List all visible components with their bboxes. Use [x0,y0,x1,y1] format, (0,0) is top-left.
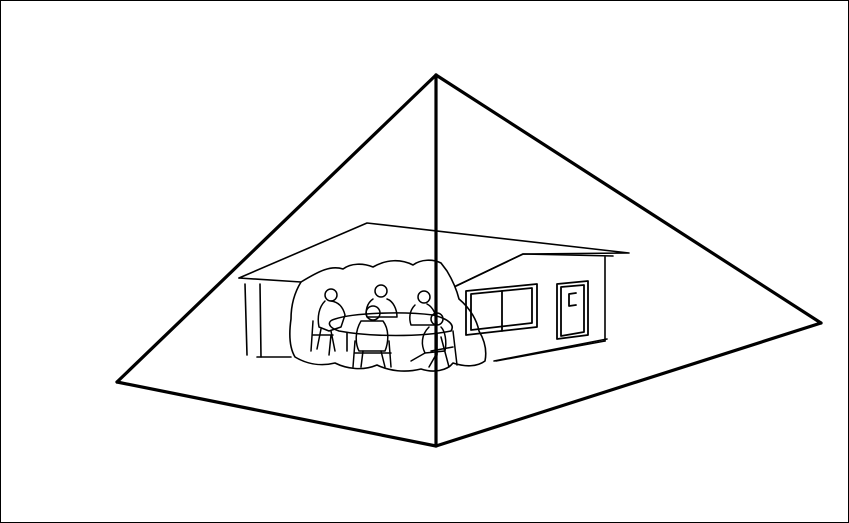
door-mark [569,293,576,306]
house-front-left-stub [260,284,261,357]
person-left [311,289,345,355]
person-right-front [411,313,457,367]
person-left-head [325,289,337,301]
pyramid [117,75,821,446]
house-front-left-wall [245,284,247,355]
house-side-eave [456,254,613,286]
person-left-legs [317,329,335,351]
person-right-front-legs [411,353,437,367]
meeting-table [329,313,452,355]
house-window [466,284,537,335]
house [239,223,629,371]
person-right-back-head [418,291,430,303]
house-front-eave [239,278,301,282]
person-right-back [410,291,437,325]
person-front-center-chair [353,341,391,367]
person-back-center-head [375,285,387,297]
pyramid-base-left [117,382,436,446]
house-side-bottom [496,341,605,361]
pyramid-right-edge [436,75,821,323]
pyramid-base-right [436,323,821,446]
house-door [557,281,588,339]
